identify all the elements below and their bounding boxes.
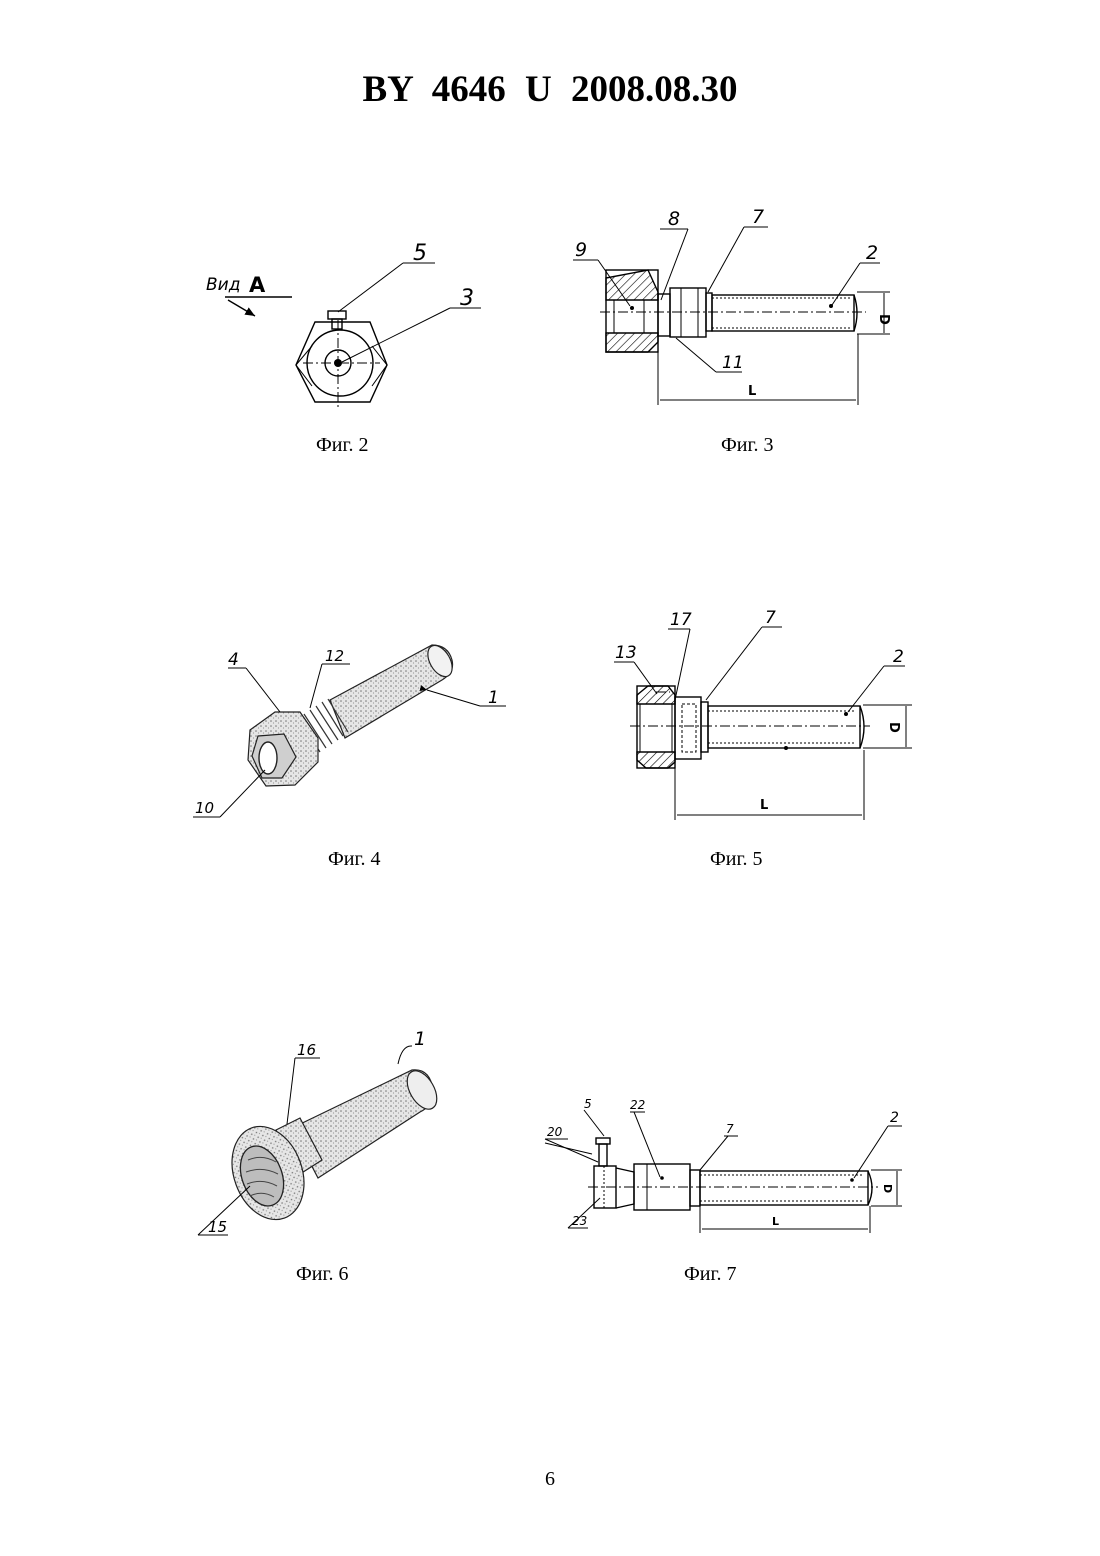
fig5-label-13: 13	[615, 643, 637, 663]
page-number: 6	[0, 1468, 1100, 1491]
fig2-caption: Фиг. 2	[316, 434, 368, 457]
fig4-label-12: 12	[325, 647, 344, 665]
fig7-caption: Фиг. 7	[684, 1263, 736, 1286]
figure-2-view-a: Вид А 5 3	[206, 241, 481, 410]
fig3-dim-d: D	[876, 314, 891, 325]
fig2-label-5: 5	[413, 241, 427, 266]
fig4-label-1: 1	[488, 688, 499, 708]
fig4-caption: Фиг. 4	[328, 848, 380, 871]
fig2-label-3: 3	[460, 286, 474, 311]
fig5-dim-d: D	[886, 722, 901, 733]
figure-4-perspective: 4 12 1 10	[193, 641, 506, 817]
fig7-dim-l: L	[772, 1215, 779, 1228]
fig7-label-7: 7	[726, 1122, 734, 1136]
fig7-label-20: 20	[547, 1125, 563, 1139]
fig3-label-11: 11	[722, 353, 744, 373]
figure-6-perspective: 16 1 15	[198, 1028, 443, 1236]
fig5-dim-l: L	[760, 798, 768, 813]
fig5-caption: Фиг. 5	[710, 848, 762, 871]
fig6-label-1: 1	[414, 1028, 426, 1050]
fig2-view-letter: А	[249, 273, 266, 297]
fig2-view-label: Вид	[206, 275, 240, 295]
fig5-label-7: 7	[765, 608, 776, 628]
fig3-dim-l: L	[748, 384, 756, 399]
fig3-label-9: 9	[575, 239, 587, 261]
fig7-label-22: 22	[630, 1098, 645, 1112]
fig3-caption: Фиг. 3	[721, 434, 773, 457]
fig7-dim-d: D	[881, 1184, 894, 1193]
fig3-label-8: 8	[668, 208, 680, 230]
fig5-label-17: 17	[670, 610, 692, 630]
fig4-label-4: 4	[228, 650, 239, 670]
fig7-label-23: 23	[572, 1214, 587, 1228]
fig3-label-7: 7	[752, 206, 764, 228]
fig7-label-2: 2	[890, 1110, 899, 1126]
fig6-label-15: 15	[208, 1218, 227, 1236]
fig6-caption: Фиг. 6	[296, 1263, 348, 1286]
fig3-label-2: 2	[866, 242, 878, 264]
fig4-label-10: 10	[195, 799, 214, 817]
fig6-label-16: 16	[297, 1041, 316, 1059]
figure-7-side: D L 5 22 20 7 2 23	[545, 1097, 902, 1233]
figure-5-section: D L 17 7 13 2	[614, 608, 912, 820]
figure-3-section: D L 8 7 9 2 11	[573, 206, 891, 405]
fig7-label-5: 5	[584, 1097, 592, 1111]
fig5-label-2: 2	[893, 647, 904, 667]
